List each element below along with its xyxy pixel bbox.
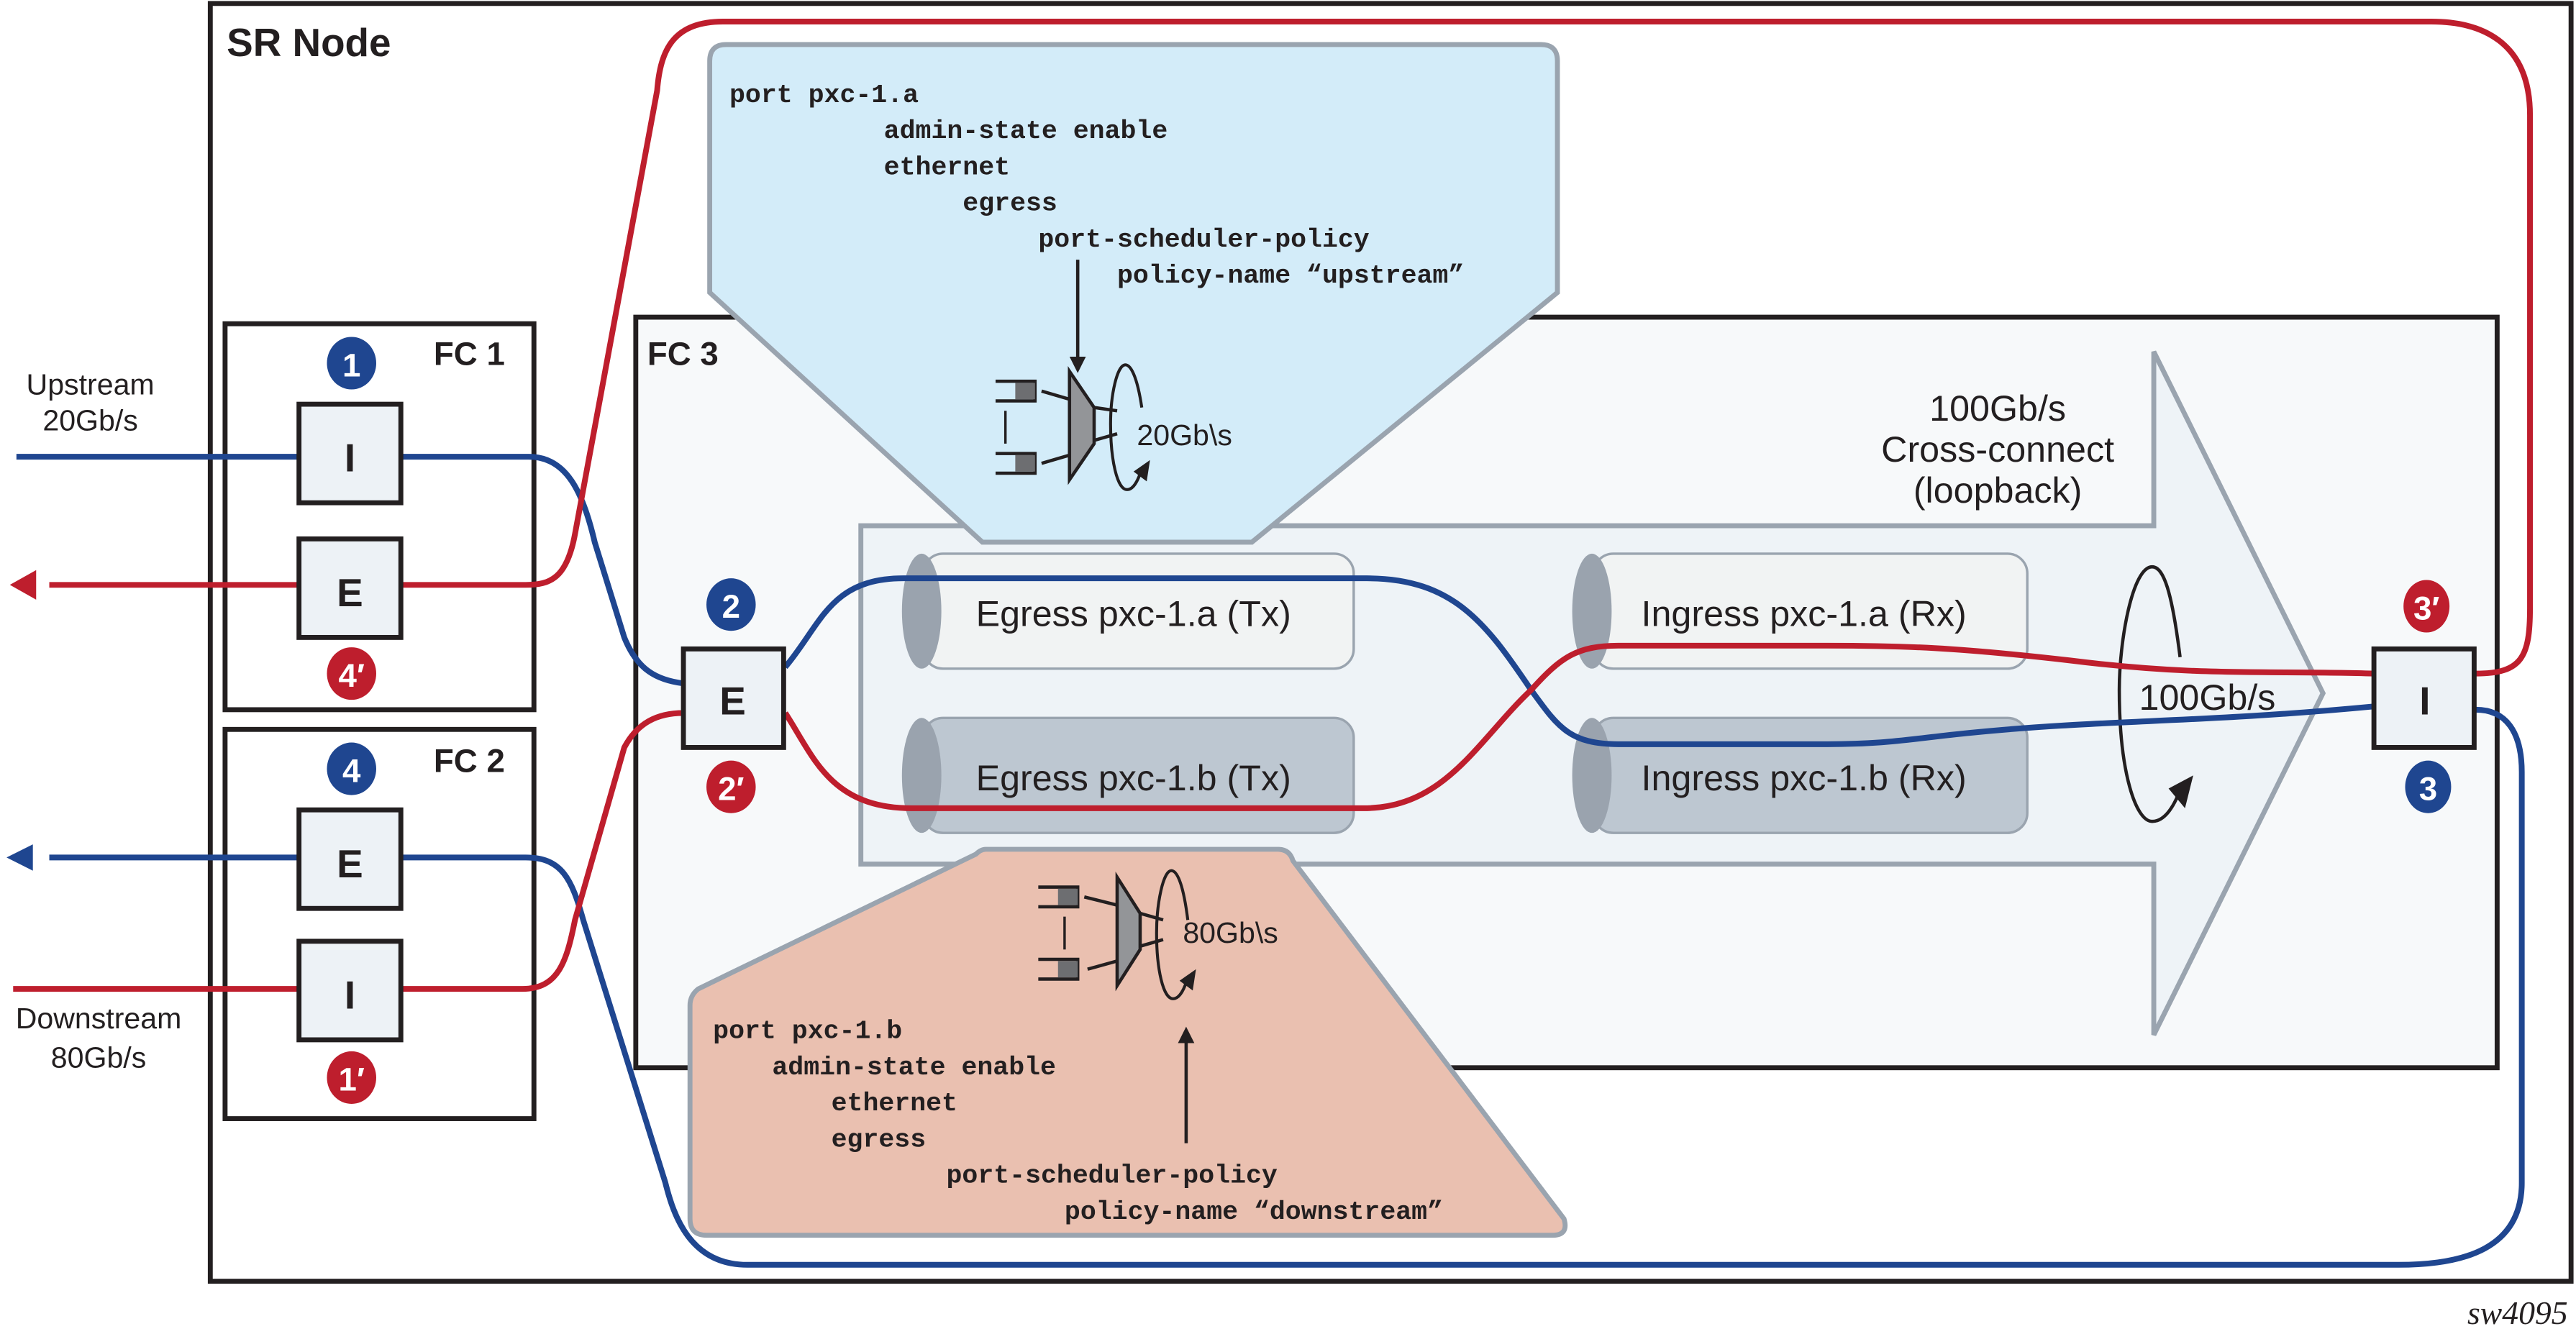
fc2-badge-1-prime: 1′	[327, 1051, 376, 1104]
upstream-label-line2: 20Gb/s	[42, 404, 137, 437]
figure-id: sw4095	[2467, 1294, 2568, 1331]
downstream-arrowhead-icon	[6, 844, 33, 871]
callout-upstream-line-5: policy-name “upstream”	[1117, 261, 1464, 291]
upstream-traffic-path	[16, 454, 2525, 1268]
callout-upstream	[707, 42, 1560, 545]
fc1-badge-4-prime-text: 4′	[339, 657, 365, 694]
cross-connect-label-line3: (loopback)	[1913, 470, 2083, 511]
fc1-port-egress[interactable]: E	[296, 536, 404, 640]
scheduler-icon-upstream	[995, 363, 1150, 491]
fc1-badge-4-prime: 4′	[327, 647, 376, 700]
downstream-label-line2: 80Gb/s	[51, 1041, 146, 1074]
pipe-egress-a: Egress pxc-1.a (Tx)	[901, 552, 1355, 670]
callout-upstream-line-3: egress	[962, 189, 1057, 219]
callout-downstream-line-3: egress	[832, 1125, 927, 1154]
scheduler-icon-downstream	[1038, 869, 1196, 1000]
upstream-label-line1: Upstream	[27, 367, 155, 401]
pipe-ingress-a-label: Ingress pxc-1.a (Rx)	[1642, 593, 1967, 634]
loop-rate-label: 100Gb/s	[2139, 677, 2276, 718]
fc3-badge-3-prime-text: 3′	[2413, 590, 2439, 626]
fc2-badge-1-prime-text: 1′	[339, 1061, 365, 1098]
callout-downstream-rate: 80Gb\s	[1183, 916, 1278, 949]
pipe-egress-b: Egress pxc-1.b (Tx)	[901, 716, 1355, 834]
pipe-ingress-a: Ingress pxc-1.a (Rx)	[1572, 552, 2029, 670]
fc3-port-ingress[interactable]: I	[2371, 646, 2477, 750]
callout-downstream-line-2: ethernet	[832, 1089, 957, 1118]
fc1-port-ingress-letter: I	[345, 436, 355, 480]
fc3-port-egress-letter: E	[719, 679, 746, 723]
fc3-badge-2: 2	[706, 578, 756, 631]
fc3-badge-3: 3	[2405, 760, 2452, 813]
fc2-port-ingress[interactable]: I	[296, 938, 404, 1043]
callout-upstream-rate: 20Gb\s	[1137, 419, 1232, 452]
fc3-port-egress[interactable]: E	[681, 646, 786, 750]
fc3-badge-2-prime-text: 2′	[718, 770, 744, 807]
fc1-badge-1: 1	[327, 337, 376, 390]
callout-upstream-line-4: port-scheduler-policy	[1038, 225, 1369, 255]
fc3-badge-3-prime: 3′	[2403, 580, 2450, 633]
callout-downstream	[687, 846, 1568, 1238]
callout-downstream-line-4: port-scheduler-policy	[946, 1161, 1277, 1191]
fc3-badge-2-text: 2	[722, 588, 740, 625]
fc3-badge-2-prime: 2′	[706, 760, 756, 813]
fc2-badge-4-text: 4	[342, 752, 361, 789]
fc2-label: FC 2	[434, 743, 505, 780]
callout-downstream-line-5: policy-name “downstream”	[1065, 1197, 1443, 1227]
fc3-badge-3-text: 3	[2419, 770, 2437, 807]
loop-100g: 100Gb/s	[2117, 565, 2276, 823]
downstream-label-line1: Downstream	[16, 1002, 182, 1035]
callout-upstream-line-0: port pxc-1.a	[729, 81, 919, 110]
cross-connect-label-line2: Cross-connect	[1881, 429, 2114, 470]
fc2-port-ingress-letter: I	[345, 973, 355, 1018]
fc3-label: FC 3	[647, 335, 719, 372]
upstream-return-arrowhead-icon	[9, 570, 37, 600]
fc1-port-ingress[interactable]: I	[296, 401, 404, 506]
downstream-traffic-path	[13, 18, 2534, 992]
pipe-egress-a-label: Egress pxc-1.a (Tx)	[976, 593, 1291, 634]
fc1-label: FC 1	[434, 335, 505, 372]
fc2-badge-4: 4	[327, 742, 376, 795]
pipe-ingress-b-label: Ingress pxc-1.b (Rx)	[1642, 758, 1967, 798]
callout-downstream-line-0: port pxc-1.b	[713, 1017, 902, 1046]
sr-node-title: SR Node	[227, 20, 391, 65]
callout-upstream-line-2: ethernet	[884, 152, 1010, 182]
fc1-badge-1-text: 1	[342, 347, 360, 383]
loop-rotation-icon	[2117, 565, 2184, 823]
callout-upstream-line-1: admin-state enable	[884, 117, 1168, 146]
pipe-egress-b-label: Egress pxc-1.b (Tx)	[976, 758, 1291, 798]
fc2-box	[222, 726, 537, 1121]
fc3-port-ingress-letter: I	[2419, 679, 2430, 723]
fc2-port-egress[interactable]: E	[296, 807, 404, 911]
cross-connect-label-line1: 100Gb/s	[1929, 388, 2066, 429]
fc1-port-egress-letter: E	[337, 570, 363, 615]
fc2-port-egress-letter: E	[337, 841, 363, 886]
fc1-box	[222, 321, 537, 713]
callout-downstream-line-1: admin-state enable	[772, 1053, 1056, 1082]
